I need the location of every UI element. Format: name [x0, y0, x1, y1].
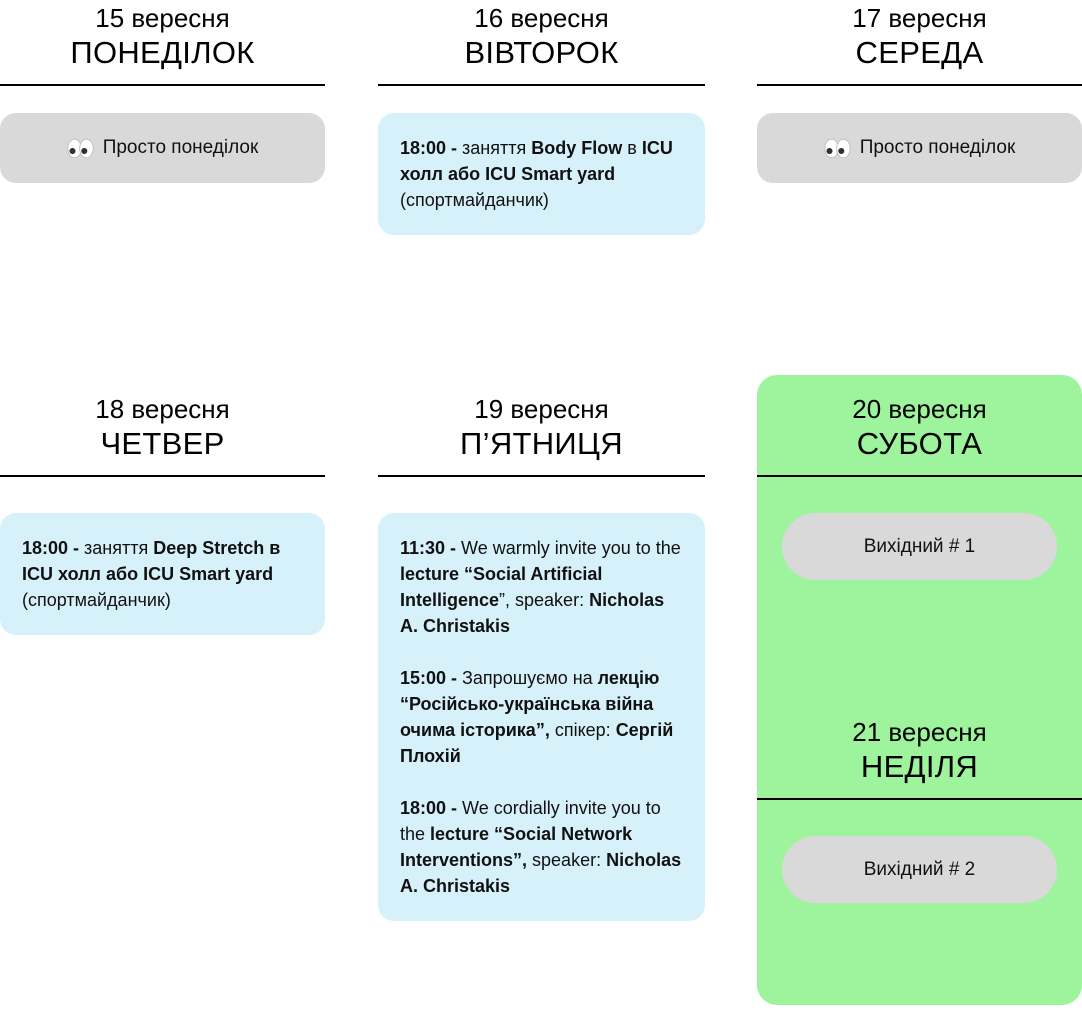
day-off-label: Вихідний # 1	[863, 535, 976, 557]
day-date: 21 вересня	[852, 717, 987, 747]
day-header: 18 вересня ЧЕТВЕР	[0, 375, 325, 463]
event-card-tuesday: 18:00 - заняття Body Flow в ICU холл або…	[378, 113, 705, 235]
event-card-friday: 11:30 - We warmly invite you to the lect…	[378, 513, 705, 921]
day-name: ВІВТОРОК	[464, 35, 619, 70]
day-column-monday: 15 вересня ПОНЕДІЛОК Просто понеділок	[0, 0, 325, 183]
event-text-1800: 18:00 - We cordially invite you to the l…	[400, 798, 682, 896]
header-divider	[0, 84, 325, 86]
day-off-label: Вихідний # 2	[863, 858, 976, 880]
eyes-icon	[824, 138, 851, 159]
header-divider	[0, 475, 325, 477]
day-date: 16 вересня	[474, 3, 609, 33]
day-header: 17 вересня СЕРЕДА	[757, 0, 1082, 72]
event-card-monday: Просто понеділок	[0, 113, 325, 183]
day-column-tuesday: 16 вересня ВІВТОРОК 18:00 - заняття Body…	[378, 0, 705, 235]
day-name: ПОНЕДІЛОК	[70, 35, 255, 70]
eyes-icon	[67, 138, 94, 159]
header-divider	[757, 798, 1082, 800]
event-text: 18:00 - заняття Deep Stretch в ICU холл …	[22, 538, 281, 610]
weekend-column: 20 вересня СУБОТА Вихідний # 1 21 вересн…	[757, 375, 1082, 1005]
day-off-pill-2: Вихідний # 2	[782, 836, 1057, 903]
event-text-1500: 15:00 - Запрошуємо на лекцію “Російсько-…	[400, 668, 674, 766]
day-date: 15 вересня	[95, 3, 230, 33]
day-header: 16 вересня ВІВТОРОК	[378, 0, 705, 72]
event-label: Просто понеділок	[859, 137, 1016, 158]
event-label: Просто понеділок	[102, 137, 259, 158]
day-column-friday: 19 вересня П’ЯТНИЦЯ 11:30 - We warmly in…	[378, 375, 705, 921]
day-date: 20 вересня	[852, 394, 987, 424]
day-header: 15 вересня ПОНЕДІЛОК	[0, 0, 325, 72]
event-text-1130: 11:30 - We warmly invite you to the lect…	[400, 538, 681, 636]
day-header-sunday: 21 вересня НЕДІЛЯ	[757, 698, 1082, 786]
day-date: 19 вересня	[474, 394, 609, 424]
header-divider	[757, 475, 1082, 477]
header-divider	[378, 475, 705, 477]
day-column-wednesday: 17 вересня СЕРЕДА Просто понеділок	[757, 0, 1082, 183]
event-card-thursday: 18:00 - заняття Deep Stretch в ICU холл …	[0, 513, 325, 635]
header-divider	[757, 84, 1082, 86]
day-name: П’ЯТНИЦЯ	[460, 426, 623, 461]
day-off-pill-1: Вихідний # 1	[782, 513, 1057, 580]
header-divider	[378, 84, 705, 86]
event-card-wednesday: Просто понеділок	[757, 113, 1082, 183]
day-name: ЧЕТВЕР	[100, 426, 225, 461]
day-name: СЕРЕДА	[855, 35, 984, 70]
day-name: СУБОТА	[856, 426, 983, 461]
day-date: 17 вересня	[852, 3, 987, 33]
day-date: 18 вересня	[95, 394, 230, 424]
event-text: 18:00 - заняття Body Flow в ICU холл або…	[400, 138, 673, 210]
day-name: НЕДІЛЯ	[860, 749, 979, 784]
day-header: 19 вересня П’ЯТНИЦЯ	[378, 375, 705, 463]
day-header-saturday: 20 вересня СУБОТА	[757, 375, 1082, 463]
weekend-card: 20 вересня СУБОТА Вихідний # 1 21 вересн…	[757, 375, 1082, 1005]
day-column-thursday: 18 вересня ЧЕТВЕР 18:00 - заняття Deep S…	[0, 375, 325, 635]
